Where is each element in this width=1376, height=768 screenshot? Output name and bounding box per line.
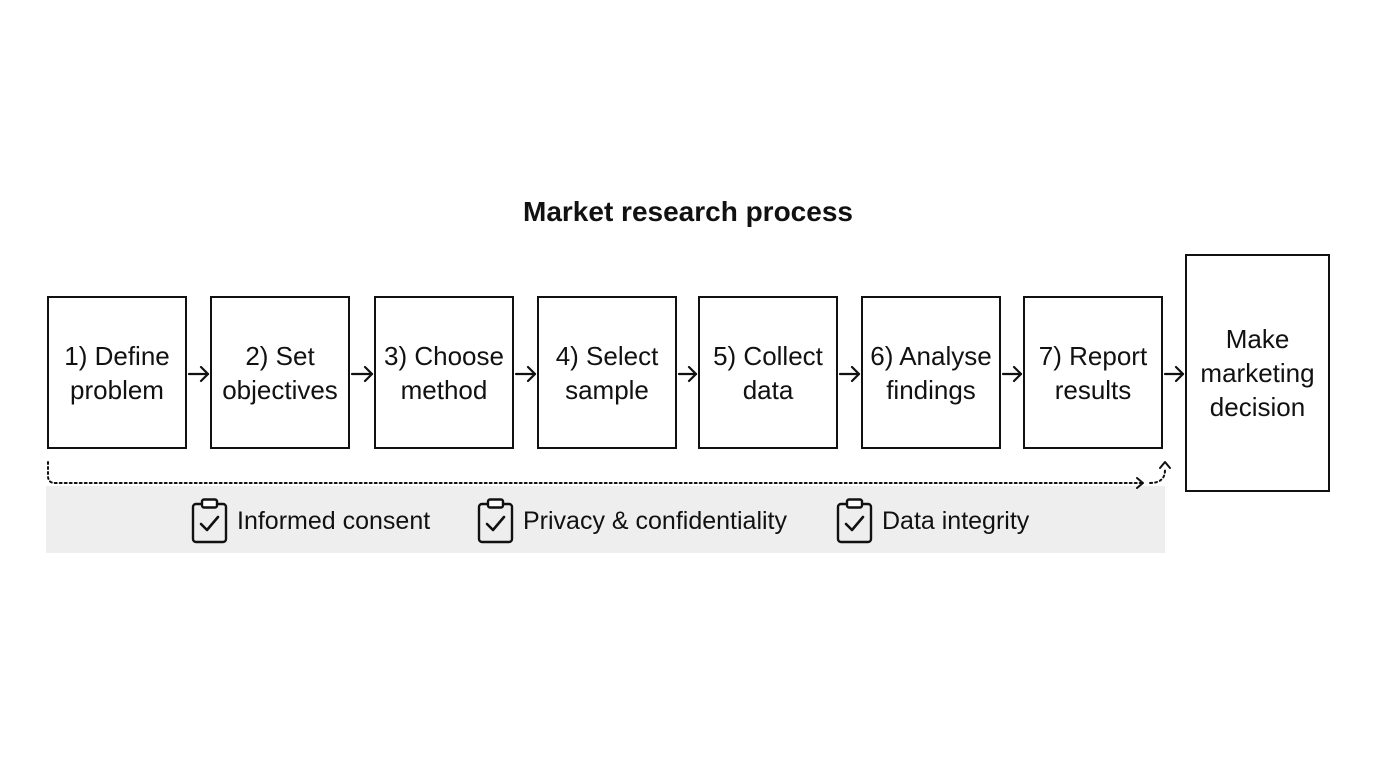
step-analyse-findings: 6) Analyse findings [861, 296, 1001, 449]
ethic-data-integrity: Data integrity [836, 498, 1029, 544]
step-collect-data: 5) Collect data [698, 296, 838, 449]
arrow-7-to-decision [1163, 365, 1185, 383]
diagram-title: Market research process [523, 196, 853, 227]
ethic-label: Informed consent [237, 506, 431, 535]
step-set-objectives: 2) Set objectives [210, 296, 350, 449]
arrow-1-to-2 [187, 365, 210, 383]
clipboard-check-icon [191, 498, 228, 544]
step-define-problem: 1) Define problem [47, 296, 187, 449]
arrow-4-to-5 [677, 365, 698, 383]
arrow-2-to-3 [350, 365, 374, 383]
step-report-results: 7) Report results [1023, 296, 1163, 449]
ethics-dotted-path [47, 461, 1166, 484]
clipboard-check-icon [836, 498, 873, 544]
ethic-label: Privacy & confidentiality [523, 506, 788, 535]
decision-box: Make marketing decision [1185, 254, 1330, 492]
dotted-arrowhead-up [1159, 461, 1171, 469]
step-choose-method: 3) Choose method [374, 296, 514, 449]
clipboard-check-icon [477, 498, 514, 544]
step-select-sample: 4) Select sample [537, 296, 677, 449]
arrow-6-to-7 [1001, 365, 1023, 383]
ethic-privacy-confidentiality: Privacy & confidentiality [477, 498, 787, 544]
dotted-arrowhead-right [1136, 477, 1144, 489]
arrow-3-to-4 [514, 365, 537, 383]
ethic-label: Data integrity [882, 506, 1030, 535]
ethic-informed-consent: Informed consent [191, 498, 430, 544]
ethics-band [46, 486, 1165, 553]
arrow-5-to-6 [838, 365, 861, 383]
